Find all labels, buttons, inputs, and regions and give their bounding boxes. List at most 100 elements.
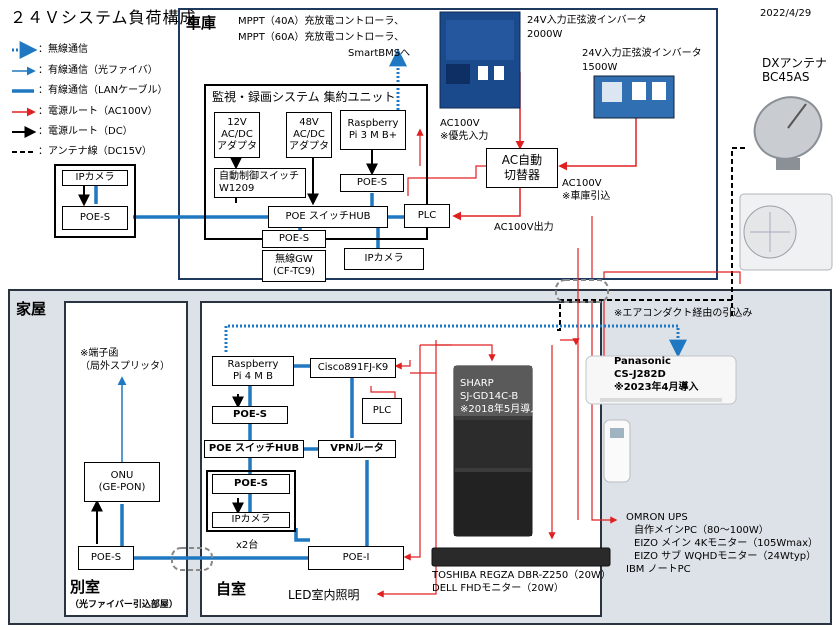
ups-label-5: IBM ノートPC xyxy=(626,564,691,575)
onu: ONU (GE-PON) xyxy=(84,462,160,502)
plc-garage: PLC xyxy=(404,204,450,228)
poe-s-garage-left: POE-S xyxy=(62,206,128,230)
wireless-gw: 無線GW (CF-TC9) xyxy=(262,250,326,282)
poe-s-annex: POE-S xyxy=(78,546,134,570)
poe-hub-garage: POE スイッチHUB xyxy=(268,206,388,228)
recorder-label-2: DELL FHDモニター（20W） xyxy=(432,583,564,594)
poe-hub-room: POE スイッチHUB xyxy=(204,440,304,458)
raspberry-pi-3: Raspberry Pi 3 M B+ xyxy=(340,110,406,150)
ac-auto-switch: AC自動 切替器 xyxy=(486,148,558,188)
fridge-label-1: SHARP xyxy=(460,378,494,389)
ups-label-2: 自作メインPC（80～100W） xyxy=(634,525,769,536)
ip-camera-room: IPカメラ xyxy=(212,512,290,528)
inverter2-label-2: 1500W xyxy=(582,62,618,73)
psu-48v-line-2: AC/DC xyxy=(293,129,325,140)
poe-s-room: POE-S xyxy=(212,406,288,424)
onu-line-2: (GE-PON) xyxy=(98,482,146,493)
psu-12v-line-2: AC/DC xyxy=(221,129,253,140)
ac-garage-1: AC100V xyxy=(562,178,602,189)
ups-label-3: EIZO メイン 4Kモニター（105Wmax） xyxy=(634,538,819,549)
camera-group xyxy=(206,470,296,532)
psu-48v: 48V AC/DC アダプタ xyxy=(286,112,332,158)
legend-lan: ：有線通信（LANケーブル） xyxy=(38,85,168,96)
outdoor-ac-image xyxy=(739,193,833,271)
recorder-label-1: TOSHIBA REGZA DBR-Z250（20W） xyxy=(432,570,611,581)
poe-s-garage-inner: POE-S xyxy=(340,174,404,192)
aircon-model-2: CS-J282D xyxy=(614,369,666,380)
inverter1-label-2: 2000W xyxy=(527,29,563,40)
house-label: 家屋 xyxy=(16,300,47,318)
room-label: 自室 xyxy=(216,580,247,598)
legend-fiber: ：有線通信（光ファイバ） xyxy=(38,65,158,76)
psu-12v-line-1: 12V xyxy=(227,117,247,128)
poe-i: POE-I xyxy=(308,546,404,570)
fridge-label-2: SJ-GD14C-B xyxy=(460,391,519,402)
recorder-image xyxy=(431,547,611,567)
ac-out-label: AC100V出力 xyxy=(494,222,554,233)
psu-12v: 12V AC/DC アダプタ xyxy=(214,112,260,158)
mppt-line-3: SmartBMSへ xyxy=(348,48,411,59)
auto-control-switch: 自動制御スイッチ W1209 xyxy=(214,168,306,198)
aircon-model-1: Panasonic xyxy=(614,356,671,367)
raspberry-pi-4: Raspberry Pi 4 M B xyxy=(212,356,294,386)
plc-room: PLC xyxy=(362,398,402,424)
ups-label-1: OMRON UPS xyxy=(626,512,688,523)
led-lighting: LED室内照明 xyxy=(288,588,360,602)
remote-image xyxy=(603,419,631,483)
camera-count: x2台 xyxy=(236,540,259,551)
rpi4-line-2: Pi 4 M B xyxy=(233,371,273,382)
antenna-label-2: BC45AS xyxy=(762,70,810,84)
psu-12v-line-3: アダプタ xyxy=(217,141,257,152)
ac-switch-line-2: 切替器 xyxy=(503,168,540,182)
onu-line-1: ONU xyxy=(110,470,134,481)
auto-switch-line-2: W1209 xyxy=(219,183,255,194)
aircon-duct-note: ※エアコンダクト経由の引込み xyxy=(614,308,753,319)
antenna-label-1: DXアンテナ xyxy=(762,56,827,70)
ac-priority-1: AC100V xyxy=(440,118,480,129)
ac-switch-line-1: AC自動 xyxy=(501,153,543,167)
poe-s-room-2: POE-S xyxy=(212,474,290,494)
poe-s-garage-bottom: POE-S xyxy=(262,230,326,248)
legend-antenna: ：アンテナ線（DC15V） xyxy=(38,146,152,157)
garage-panel xyxy=(178,8,718,280)
legend-dc: ：電源ルート（DC） xyxy=(38,126,133,137)
annex-sublabel: （光ファイバー引込部屋） xyxy=(70,600,178,610)
ups-label-4: EIZO サブ WQHDモニター（24Wtyp） xyxy=(634,551,817,562)
ip-camera-left-group xyxy=(54,164,136,238)
psu-48v-line-1: 48V xyxy=(299,117,319,128)
rpi4-line-1: Raspberry xyxy=(227,359,279,370)
ip-camera-garage-right: IPカメラ xyxy=(344,248,424,270)
rpi3-line-2: Pi 3 M B+ xyxy=(348,130,398,141)
fridge-label-3: ※2018年5月導入 xyxy=(460,404,541,415)
vpn-router: VPNルータ xyxy=(318,440,396,458)
rpi3-line-1: Raspberry xyxy=(347,118,399,129)
auto-switch-line-1: 自動制御スイッチ xyxy=(219,171,299,182)
ip-camera-garage-left: IPカメラ xyxy=(62,170,128,186)
satellite-dish-image xyxy=(753,96,823,170)
mppt-line-1: MPPT（40A）充放電コントローラ、 xyxy=(238,16,405,27)
garage-label: 車庫 xyxy=(186,14,217,32)
legend-ac: ：電源ルート（AC100V） xyxy=(38,106,158,117)
aircon-model-3: ※2023年4月導入 xyxy=(614,382,699,393)
indoor-ac-image xyxy=(585,355,737,405)
legend-wireless: ：無線通信 xyxy=(38,44,88,55)
fridge-image xyxy=(453,365,533,537)
cisco-router: Cisco891FJ-K9 xyxy=(310,358,396,378)
mppt-line-2: MPPT（60A）充放電コントローラ、 xyxy=(238,32,405,43)
wireless-gw-line-2: (CF-TC9) xyxy=(272,266,316,277)
inverter-2000w-image xyxy=(439,11,521,109)
terminal-note-2: （局外スプリッタ） xyxy=(80,361,170,372)
inverter-1500w-image xyxy=(593,75,675,119)
inverter1-label-1: 24V入力正弦波インバータ xyxy=(527,15,647,26)
ac-priority-2: ※優先入力 xyxy=(440,131,489,142)
aggregation-unit-title: 監視・録画システム 集約ユニット xyxy=(212,90,396,104)
annex-label: 別室 xyxy=(70,578,101,596)
wireless-gw-line-1: 無線GW xyxy=(275,254,313,265)
date-label: 2022/4/29 xyxy=(760,8,812,19)
ac-garage-2: ※車庫引込 xyxy=(562,191,611,202)
page-title: ２４Ｖシステム負荷構成 xyxy=(10,8,197,27)
psu-48v-line-3: アダプタ xyxy=(289,141,329,152)
inverter2-label-1: 24V入力正弦波インバータ xyxy=(582,48,702,59)
